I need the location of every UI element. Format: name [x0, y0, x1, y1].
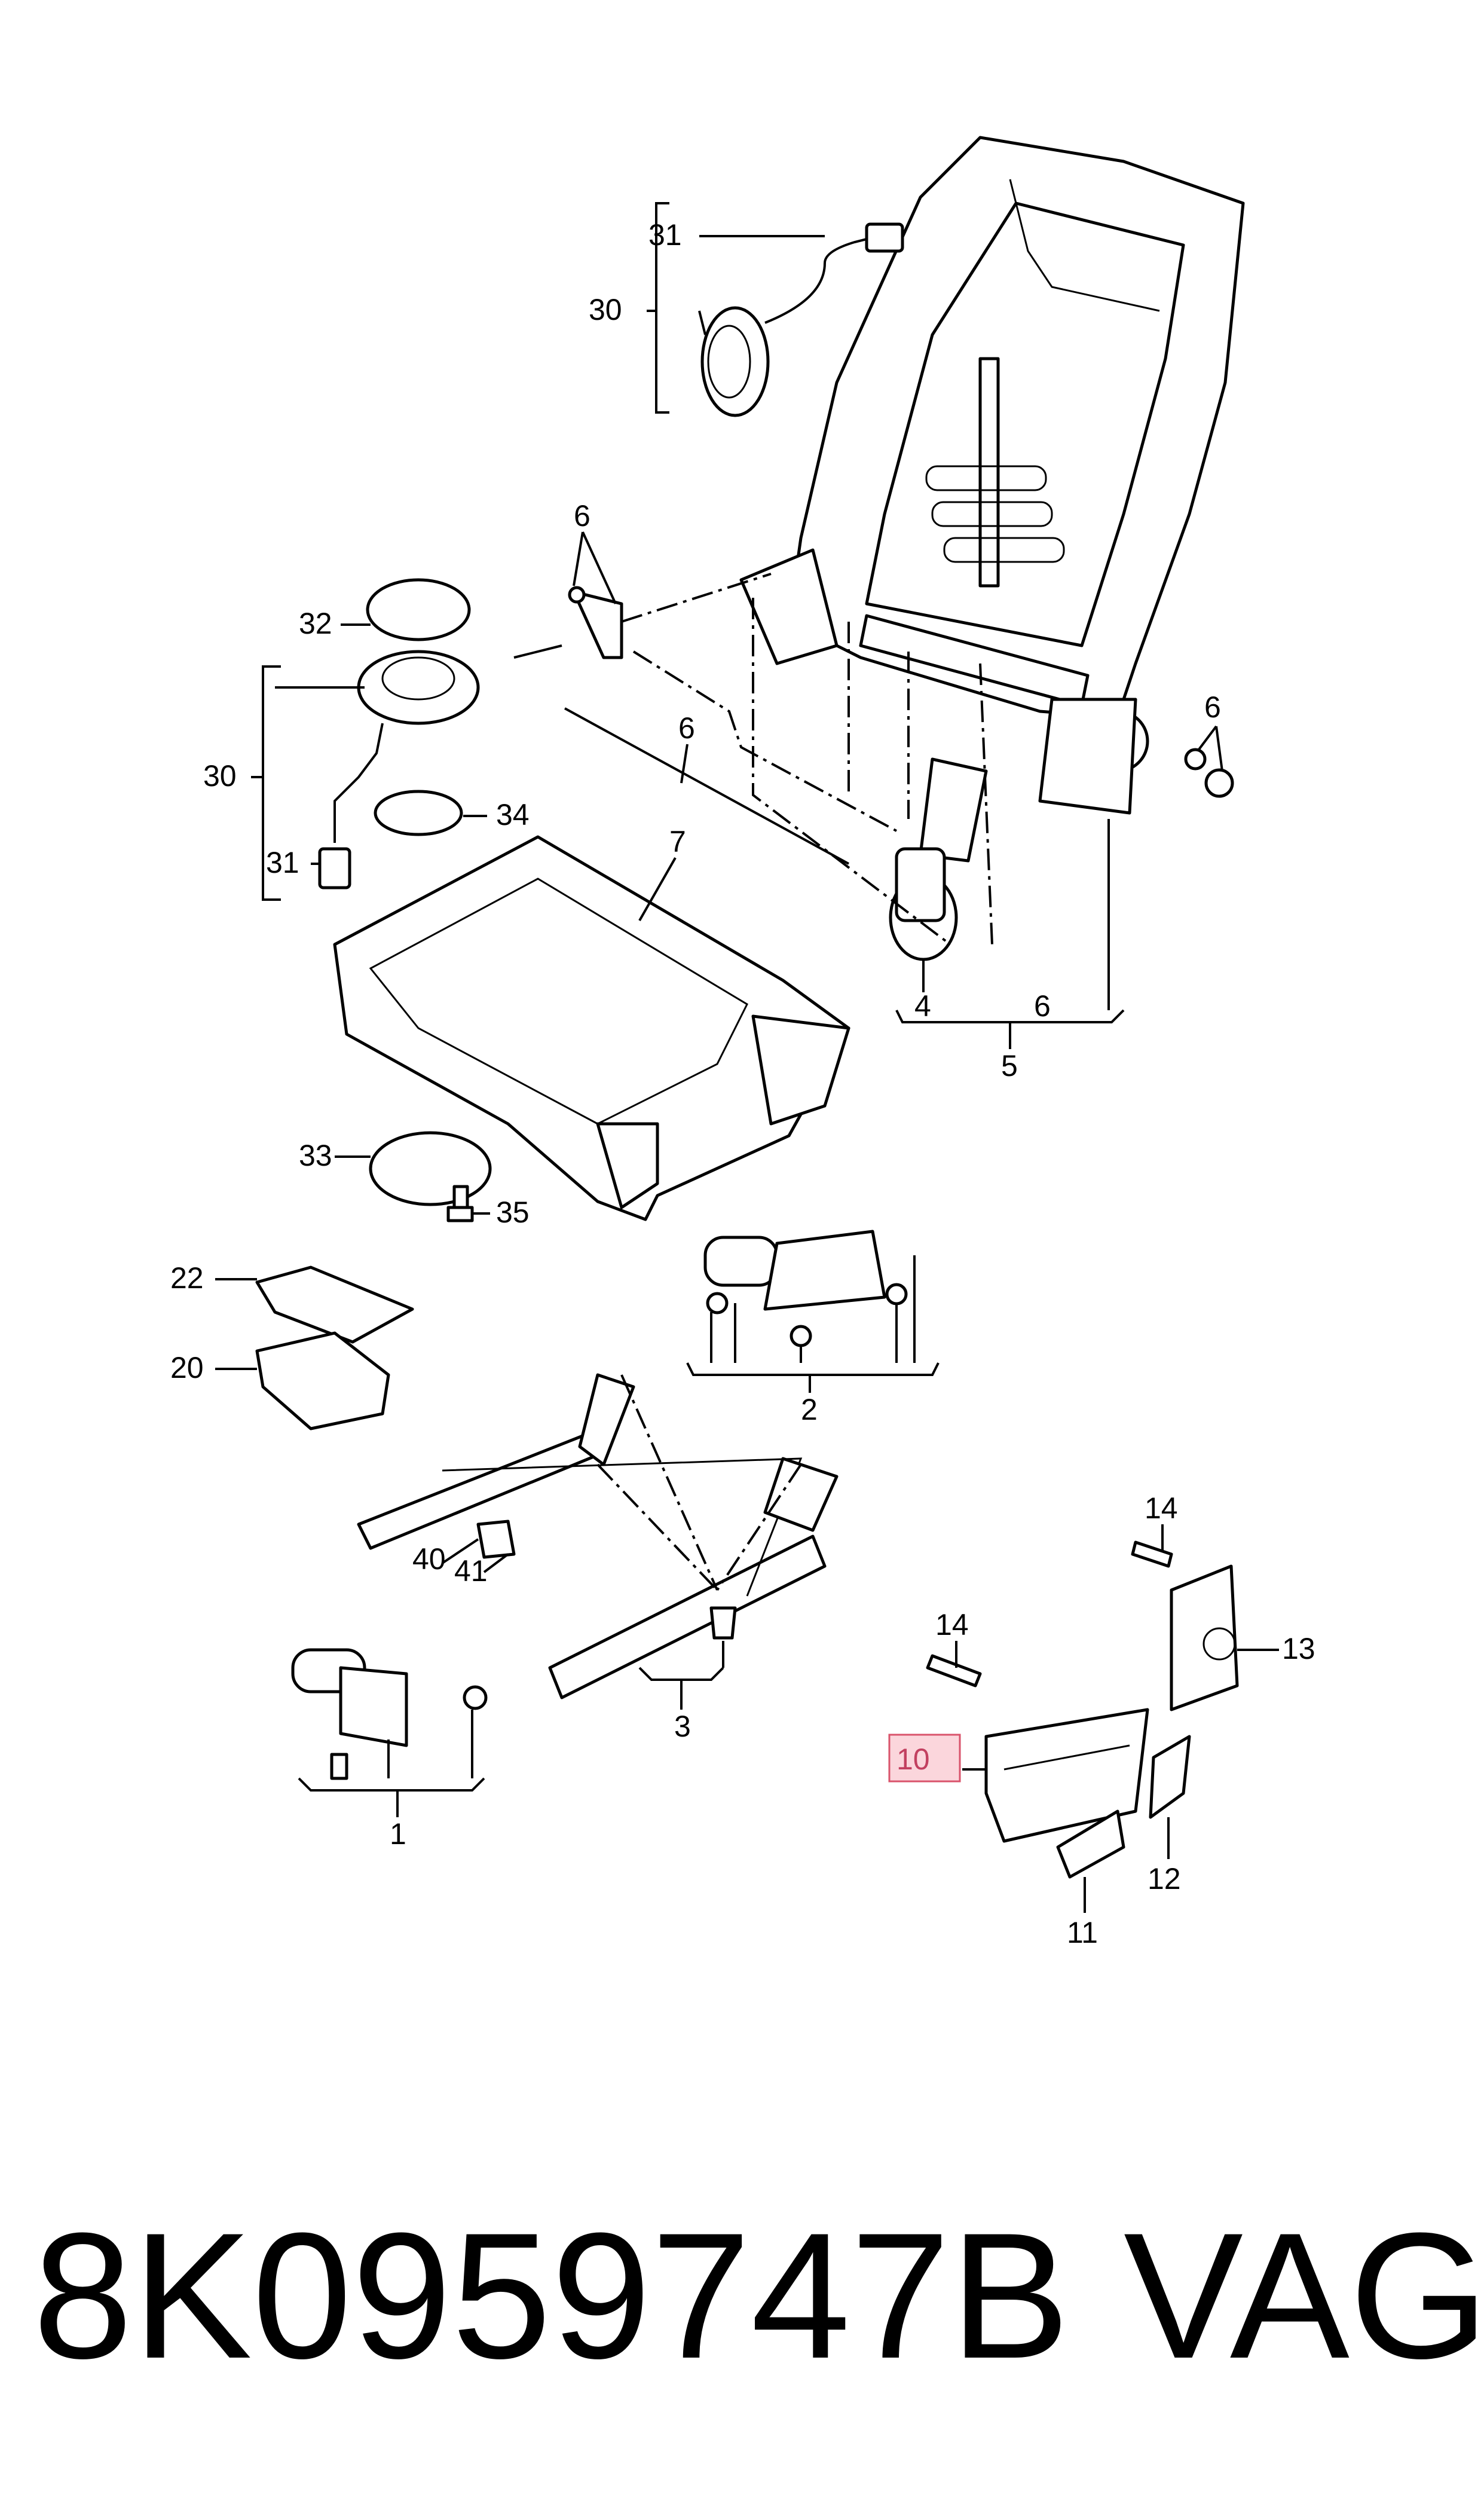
callout-13: 13	[1282, 1632, 1315, 1665]
callout-14-upper: 14	[1145, 1491, 1178, 1525]
screw-14-upper	[1131, 1540, 1173, 1568]
callout-22: 22	[170, 1261, 204, 1295]
module-20	[255, 1331, 390, 1430]
callout-40: 40	[412, 1542, 446, 1576]
bolt-group-right	[1184, 748, 1234, 798]
callout-32: 32	[299, 607, 332, 640]
bolt-35	[446, 1185, 474, 1222]
screw-14-lower	[926, 1654, 982, 1688]
callout-labels: 31 30 6 32 30 31 34 6 7 6 4 6 5 33 35 22…	[170, 218, 1315, 1949]
actuator-33	[369, 1131, 492, 1206]
callout-3: 3	[674, 1710, 691, 1743]
speaker-left	[318, 650, 480, 889]
callout-6-bottom: 6	[1034, 989, 1051, 1023]
callout-6-rod: 6	[678, 711, 695, 745]
switch-knob-12	[1149, 1735, 1191, 1819]
callout-30-top: 30	[589, 293, 622, 326]
switch-bezel-13	[1170, 1564, 1239, 1711]
callout-7: 7	[669, 825, 686, 858]
switch-knob-11	[1056, 1809, 1125, 1879]
callout-4: 4	[914, 989, 931, 1023]
callout-6-top: 6	[574, 499, 590, 533]
seat-rails	[357, 1373, 839, 1699]
callout-6-right: 6	[1204, 690, 1221, 724]
rod	[564, 707, 849, 865]
callout-35: 35	[496, 1196, 530, 1229]
brand-label: VAG	[1124, 2195, 1484, 2396]
motor-1	[291, 1648, 488, 1780]
callout-41: 41	[454, 1554, 488, 1588]
speaker-grille	[366, 578, 471, 641]
bracket-22	[255, 1265, 414, 1344]
highlight-box	[888, 1734, 961, 1783]
bolt-group-top	[513, 586, 623, 659]
callout-2: 2	[801, 1393, 818, 1426]
callout-1: 1	[390, 1817, 406, 1851]
speaker-ring	[374, 790, 463, 836]
speaker-top	[700, 222, 904, 417]
callout-11: 11	[1067, 1916, 1098, 1949]
callout-12: 12	[1148, 1862, 1181, 1896]
seat-base-frame	[333, 835, 850, 1221]
callout-20: 20	[170, 1351, 204, 1384]
callout-30-left: 30	[203, 759, 237, 793]
callout-10: 10	[896, 1742, 930, 1776]
switch-module-10	[984, 1708, 1149, 1843]
motor-2	[703, 1230, 908, 1347]
callout-5: 5	[1001, 1049, 1018, 1083]
motor-4	[889, 757, 988, 961]
backrest-frame	[739, 136, 1245, 815]
seat-parts-diagram: 31 30 6 32 30 31 34 6 7 6 4 6 5 33 35 22…	[170, 136, 1315, 1949]
leader-lines	[215, 202, 1279, 1913]
callout-33: 33	[299, 1139, 332, 1172]
bolt-40-41	[476, 1520, 516, 1559]
part-number: 8K0959747B	[33, 2195, 1070, 2396]
callout-34: 34	[496, 798, 530, 831]
callout-31-top: 31	[648, 218, 682, 252]
callout-31-left: 31	[266, 846, 299, 879]
callout-14-lower: 14	[935, 1608, 969, 1641]
